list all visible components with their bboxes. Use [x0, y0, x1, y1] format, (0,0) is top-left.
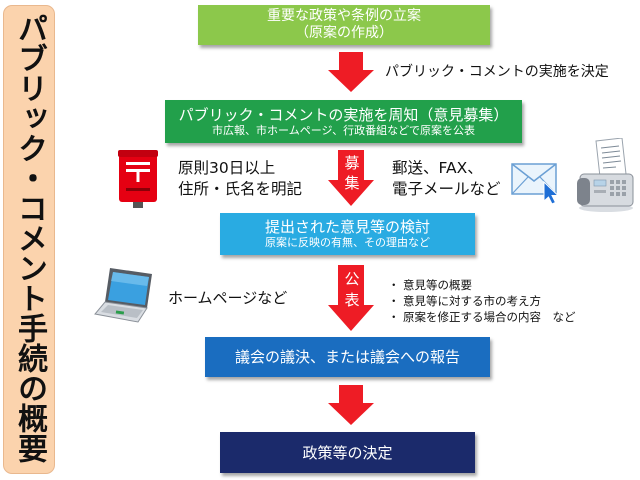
flow-arrow-publish: 公表 — [328, 265, 374, 331]
list-item-text: 原案を修正する場合の内容 など — [403, 310, 576, 324]
fax-icon — [576, 137, 636, 218]
step-policy-decision: 政策等の決定 — [220, 432, 475, 473]
list-item: ・ 意見等に対する市の考え方 — [388, 293, 576, 309]
step-title: 提出された意見等の検討 — [264, 218, 430, 236]
step-title: パブリック・コメントの実施を周知（意見募集） — [178, 105, 509, 124]
step-title: 議会の議決、または議会への報告 — [234, 348, 460, 366]
mailbox-icon — [118, 150, 158, 214]
step-policy-drafting: 重要な政策や条例の立案 （原案の作成） — [198, 5, 490, 45]
step-review-opinions: 提出された意見等の検討 原案に反映の有無、その理由など — [220, 213, 475, 255]
list-item-text: 意見等の概要 — [403, 278, 472, 292]
title-banner: パブリック・コメント手続の概要 — [3, 5, 55, 474]
publish-channel: ホームページなど — [168, 289, 288, 307]
recruit-label: 募集 — [342, 155, 361, 195]
step-title: 政策等の決定 — [302, 443, 393, 462]
publish-label: 公表 — [342, 271, 361, 313]
recruit-period: 原則30日以上 — [178, 159, 276, 177]
list-item: ・ 意見等の概要 — [388, 277, 576, 293]
step-subtitle: （原案の作成） — [295, 25, 393, 41]
recruit-conditions: 原則30日以上 住所・氏名を明記 — [178, 158, 302, 200]
step-announce-recruitment: パブリック・コメントの実施を周知（意見募集） 市広報、市ホームページ、行政番組な… — [165, 100, 522, 143]
page-title: パブリック・コメント手続の概要 — [12, 13, 47, 463]
step-title: 重要な政策や条例の立案 — [267, 8, 421, 24]
list-item: ・ 原案を修正する場合の内容 など — [388, 309, 576, 325]
recruit-methods: 郵送、FAX、 電子メールなど — [392, 158, 501, 200]
recruit-method-line: 郵送、FAX、 — [392, 159, 483, 177]
step-subtitle: 原案に反映の有無、その理由など — [265, 236, 430, 249]
step-council-resolution: 議会の議決、または議会への報告 — [205, 337, 490, 377]
recruit-method-line: 電子メールなど — [392, 180, 501, 198]
publish-contents-list: ・ 意見等の概要 ・ 意見等に対する市の考え方 ・ 原案を修正する場合の内容 な… — [388, 277, 576, 325]
laptop-icon — [94, 266, 156, 330]
flow-arrow-1 — [328, 52, 374, 92]
recruit-requirement: 住所・氏名を明記 — [178, 180, 303, 198]
step-subtitle: 市広報、市ホームページ、行政番組などで原案を公表 — [212, 123, 475, 137]
bullet: ・ — [388, 294, 400, 308]
bullet: ・ — [388, 278, 400, 292]
list-item-text: 意見等に対する市の考え方 — [403, 294, 541, 308]
decision-note: パブリック・コメントの実施を決定 — [385, 64, 609, 80]
flow-arrow-4 — [328, 385, 374, 425]
bullet: ・ — [388, 310, 400, 324]
envelope-icon — [511, 163, 561, 209]
flow-arrow-recruit: 募集 — [328, 150, 374, 206]
